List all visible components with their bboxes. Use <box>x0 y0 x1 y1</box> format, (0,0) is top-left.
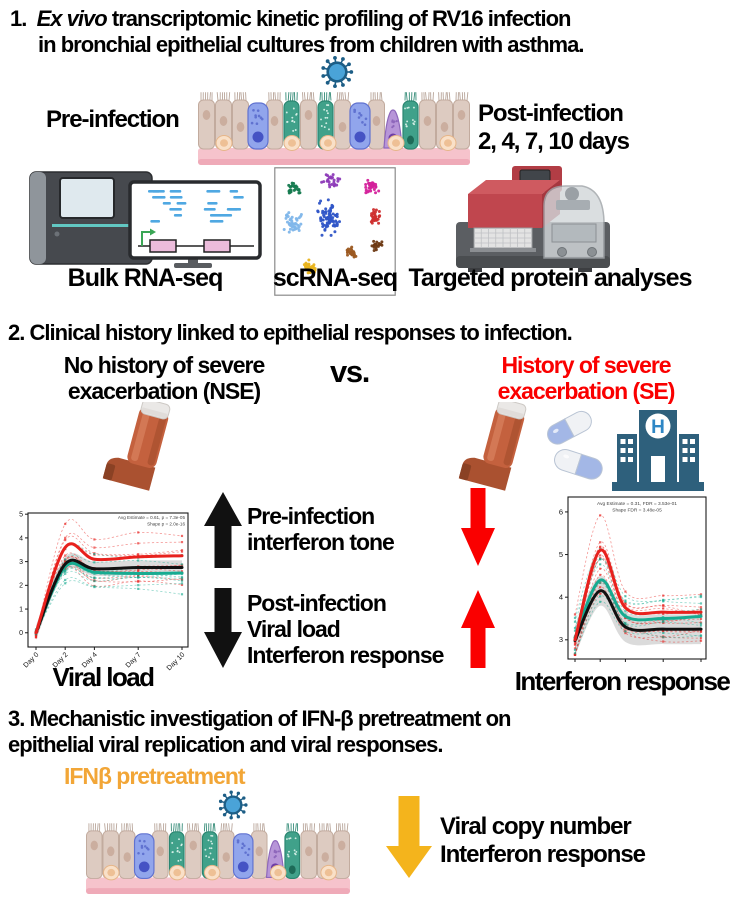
interferon-response-chart: 3 4 5 6 Avg Estimate = 0.31, FDR = 3.53e-01S… <box>559 496 707 662</box>
section1-title: 1. Ex vivo transcriptomic kinetic profil… <box>10 6 730 58</box>
ifnb-pretreatment-label: IFNβ pretreatment <box>64 763 246 789</box>
protein-analyses-label: Targeted protein analyses <box>408 264 693 292</box>
sequencer-icon <box>29 171 262 268</box>
section1-title-line2: in bronchial epithelial cultures from ch… <box>38 32 584 57</box>
section1-title-italic: Ex vivo <box>36 6 108 31</box>
svg-text:5: 5 <box>19 512 23 519</box>
svg-text:Shape FDR = 3.48e-05: Shape FDR = 3.48e-05 <box>612 508 662 514</box>
svg-text:0: 0 <box>19 630 23 637</box>
svg-text:H: H <box>651 417 665 438</box>
nse-label-line1: No history of severe <box>63 352 265 378</box>
post-infection-response-line3: Interferon response <box>247 642 444 668</box>
ifnb-effect-line2: Interferon response <box>440 841 646 868</box>
post-infection-label-line1: Post-infection <box>478 100 624 127</box>
down-arrow-red <box>461 488 495 566</box>
se-label-line2: exacerbation (SE) <box>497 378 676 404</box>
bulk-rnaseq-label: Bulk RNA-seq <box>67 264 224 292</box>
down-arrow-orange <box>386 796 432 878</box>
vs-label: vs. <box>330 354 370 389</box>
post-infection-response-line1: Post-infection <box>247 590 387 616</box>
svg-text:1: 1 <box>19 606 23 613</box>
section3-title-line2: epithelial viral replication and viral r… <box>8 732 443 757</box>
scrnaseq-label: scRNA-seq <box>272 264 398 292</box>
post-infection-response-line2: Viral load <box>247 616 341 642</box>
svg-text:6: 6 <box>559 507 563 516</box>
inhaler-icon-se <box>458 402 527 491</box>
svg-text:Shape p = 2.0e-16: Shape p = 2.0e-16 <box>147 522 185 527</box>
post-infection-response-label: Post-infection Viral load Interferon res… <box>247 590 444 668</box>
scrna-tsne-plot <box>274 167 396 296</box>
svg-text:2: 2 <box>19 583 23 590</box>
se-label-line1: History of severe <box>501 352 671 378</box>
post-infection-days: 2, 4, 7, 10 days <box>478 128 630 155</box>
svg-text:5: 5 <box>559 550 563 559</box>
virus-icon <box>321 55 354 89</box>
nse-label: No history of severe exacerbation (NSE) <box>40 352 288 404</box>
se-label: History of severe exacerbation (SE) <box>462 352 710 404</box>
inhaler-icon <box>102 402 171 491</box>
down-arrow-black <box>204 588 242 668</box>
viral-load-chart-title: Viral load <box>52 662 156 692</box>
up-arrow-black <box>204 492 242 568</box>
svg-text:Avg Estimate = 0.61, p = 7.3e-: Avg Estimate = 0.61, p = 7.3e-05 <box>118 515 186 520</box>
pre-infection-tone-line1: Pre-infection <box>247 503 375 529</box>
virus-icon-bottom <box>218 790 248 820</box>
section2-title: 2. Clinical history linked to epithelial… <box>8 320 573 345</box>
plate-reader-icon <box>456 166 610 272</box>
pre-infection-label: Pre-infection <box>46 106 180 133</box>
epithelium-illustration <box>198 92 470 165</box>
section3-title: 3. Mechanistic investigation of IFN-β pr… <box>8 706 728 758</box>
section1-number: 1. <box>10 6 27 31</box>
svg-text:3: 3 <box>559 635 563 644</box>
interferon-response-chart-title: Interferon response <box>514 666 731 696</box>
ifnb-effect-line1: Viral copy number <box>440 813 632 840</box>
pre-infection-tone-line2: interferon tone <box>247 529 395 555</box>
hospital-icon: H <box>612 410 704 491</box>
epithelium-illustration-bottom <box>86 823 350 894</box>
svg-text:4: 4 <box>19 535 23 542</box>
section3-title-line1: 3. Mechanistic investigation of IFN-β pr… <box>8 706 511 731</box>
svg-text:3: 3 <box>19 559 23 566</box>
up-arrow-red <box>461 590 495 668</box>
pre-infection-tone-label: Pre-infection interferon tone <box>247 503 395 555</box>
section1-title-line1: 1. Ex vivo transcriptomic kinetic profil… <box>10 6 730 32</box>
nse-label-line2: exacerbation (NSE) <box>67 378 261 404</box>
section1-title-rest: transcriptomic kinetic profiling of RV16… <box>111 6 572 31</box>
pills-icon <box>547 410 603 480</box>
svg-text:4: 4 <box>559 593 563 602</box>
post-infection-label: Post-infection 2, 4, 7, 10 days <box>478 100 630 156</box>
ifnb-effect-label: Viral copy number Interferon response <box>440 813 646 869</box>
svg-text:Avg Estimate = 0.31, FDR = 3.5: Avg Estimate = 0.31, FDR = 3.53e-01 <box>597 501 677 507</box>
